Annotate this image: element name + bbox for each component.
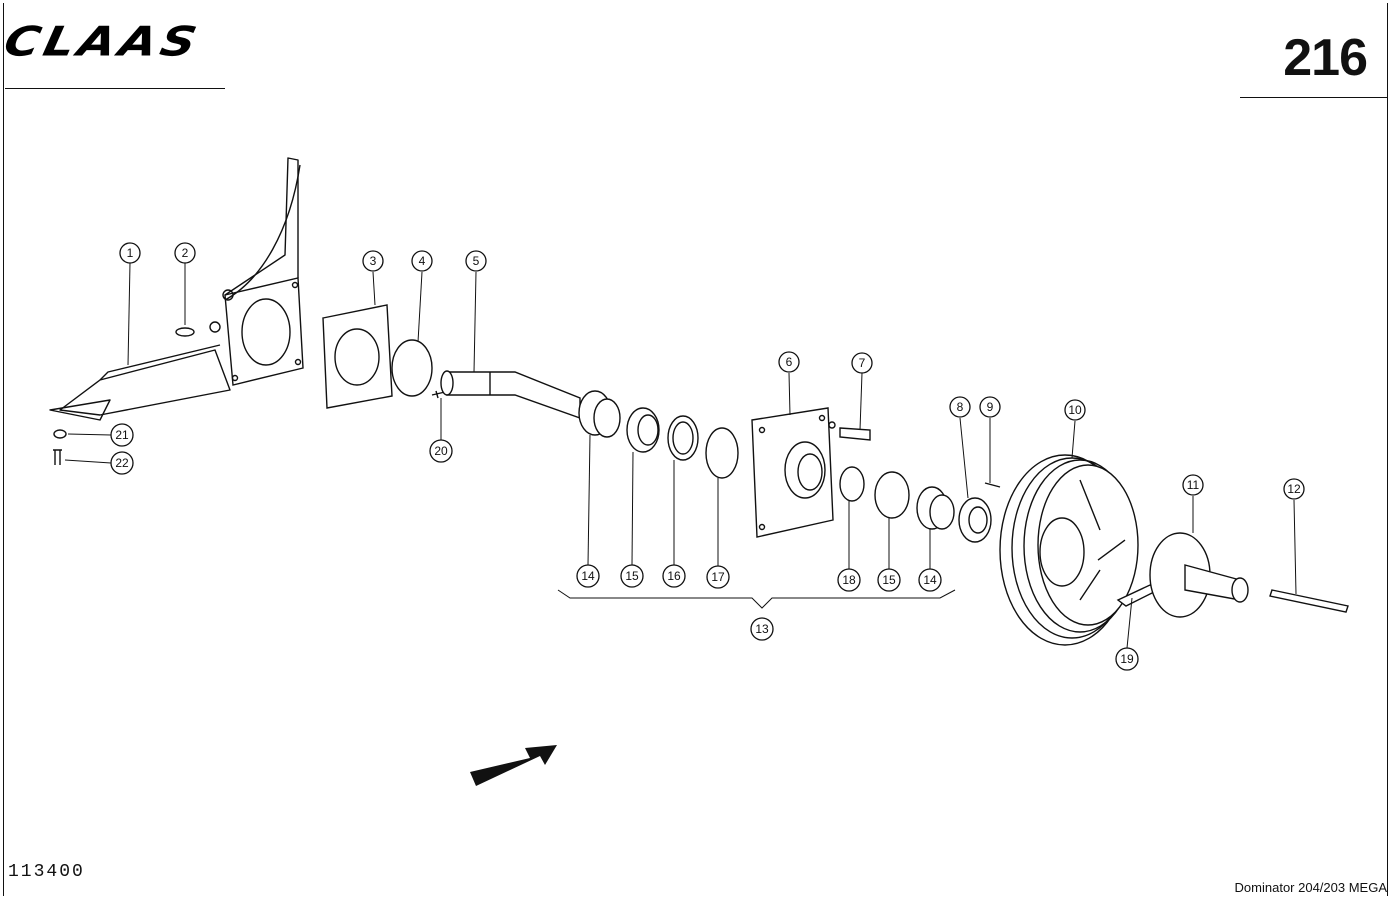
svg-text:15: 15 [625,569,639,583]
part-18-sleeve [839,466,865,502]
svg-text:16: 16 [667,569,681,583]
svg-text:4: 4 [419,254,426,268]
callout-11: 11 [1182,474,1204,496]
callout-2: 2 [174,242,196,264]
callout-6: 6 [778,351,800,373]
svg-text:14: 14 [923,573,937,587]
callout-20: 20 [429,439,453,463]
callout-3: 3 [362,250,384,272]
callout-10: 10 [1064,399,1086,421]
part-22-bolt [53,449,62,465]
callout-1: 1 [119,242,141,264]
svg-text:12: 12 [1287,482,1301,496]
page-number: 216 [1283,29,1368,87]
callout-7: 7 [851,352,873,374]
leader-lines [64,262,1297,649]
part-2-pin [175,327,195,337]
svg-text:3: 3 [370,254,377,268]
part-15-bushing-right [874,471,910,519]
logo-rule [5,88,225,89]
part-5-shaft [440,370,581,419]
part-21-washer [53,429,67,439]
svg-text:14: 14 [581,569,595,583]
page-frame [3,3,1388,896]
callout-22: 22 [110,451,134,475]
part-8-washer [958,497,992,543]
callout-17: 17 [706,565,730,589]
callout-8: 8 [949,396,971,418]
svg-text:19: 19 [1120,652,1134,666]
callout-4: 4 [411,250,433,272]
callout-18: 18 [837,568,861,592]
part-1-bracket [49,157,304,421]
direction-arrow [470,745,557,786]
part-3-gasket [322,304,393,409]
svg-text:17: 17 [711,570,725,584]
svg-text:8: 8 [957,400,964,414]
svg-text:6: 6 [786,355,793,369]
part-6-bearing-housing [751,407,834,538]
svg-text:7: 7 [859,356,866,370]
svg-text:20: 20 [434,444,448,458]
callout-9: 9 [979,396,1001,418]
svg-text:1: 1 [127,246,134,260]
part-14-bearing-left [578,390,621,438]
part-12-feather-key [1269,589,1349,613]
callout-21: 21 [110,423,134,447]
svg-text:10: 10 [1068,403,1082,417]
part-11-hub [1149,532,1249,618]
svg-text:18: 18 [842,573,856,587]
svg-text:9: 9 [987,400,994,414]
callout-5: 5 [465,250,487,272]
callout-19: 19 [1115,647,1139,671]
svg-text:21: 21 [115,428,129,442]
part-9-screw [984,482,1001,488]
callout-16: 16 [662,564,686,588]
callout-14-left: 14 [576,564,600,588]
callout-15-right: 15 [877,568,901,592]
part-14-bearing-right [916,486,955,530]
svg-text:22: 22 [115,456,129,470]
svg-text:13: 13 [755,622,769,636]
svg-text:2: 2 [182,246,189,260]
model-label: Dominator 204/203 MEGA [1234,880,1387,895]
part-4-cover-disc [391,339,433,397]
page-number-rule [1240,97,1388,98]
callout-14-right: 14 [918,568,942,592]
part-10-pulley [999,454,1139,646]
callout-15-left: 15 [620,564,644,588]
callout-13: 13 [750,617,774,641]
svg-text:5: 5 [473,254,480,268]
part-15-bushing-left [626,407,660,453]
part-17-circlip [705,427,739,479]
svg-text:15: 15 [882,573,896,587]
part-7-bolt [828,421,871,441]
svg-text:11: 11 [1187,478,1200,492]
part-16-ring [667,415,699,461]
drawing-code: 113400 [8,862,85,882]
callout-12: 12 [1283,478,1305,500]
